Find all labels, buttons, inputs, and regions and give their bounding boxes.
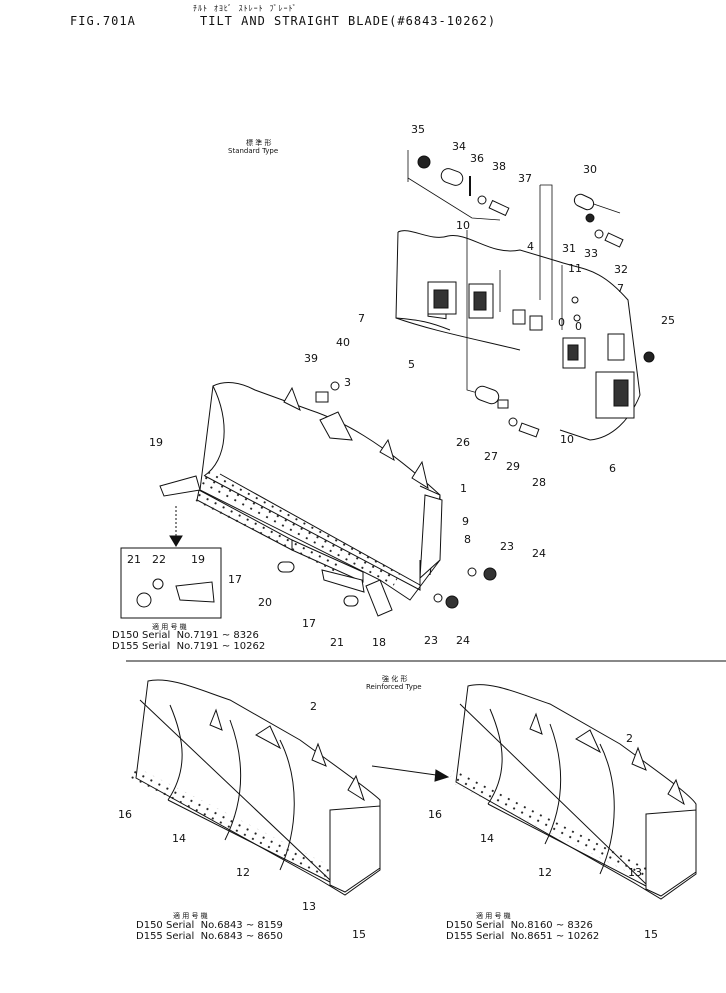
callout: 0: [558, 316, 565, 329]
callout: 9: [462, 515, 469, 528]
inset-serial-line1: D150 Serial No.7191 ~ 8326: [112, 630, 259, 641]
figure-number: FIG.701A: [70, 14, 136, 28]
callout: 14: [480, 832, 494, 845]
right-serial-heading: 適 用 号 機: [476, 912, 511, 920]
leader-lines: [407, 150, 621, 396]
cutting-edges: [159, 475, 393, 617]
inset-serial-heading: 適 用 号 機: [152, 623, 187, 631]
callout: 29: [506, 460, 520, 473]
callout: 8: [464, 533, 471, 546]
callout: 12: [538, 866, 552, 879]
callout: 15: [352, 928, 366, 941]
standard-type-label: Standard Type: [228, 147, 279, 155]
callout: 34: [452, 140, 466, 153]
callout: 6: [609, 462, 616, 475]
callout: 25: [661, 314, 675, 327]
callout: 35: [411, 123, 425, 136]
callout: 7: [358, 312, 365, 325]
callout: 10: [456, 219, 470, 232]
callout: 40: [336, 336, 350, 349]
callout: 14: [172, 832, 186, 845]
callout-numbers: 35 34 36 38 37 30 10 4 31 33 32 11 0 0 7…: [118, 123, 675, 941]
callout: 5: [408, 358, 415, 371]
callout: 1: [460, 482, 467, 495]
callout: 21: [127, 553, 141, 566]
main-blade: [199, 382, 443, 601]
callout: 11: [568, 262, 582, 275]
callout: 19: [149, 436, 163, 449]
callout: 0: [575, 320, 582, 333]
reinforced-type-label: Reinforced Type: [366, 683, 422, 691]
callout: 30: [583, 163, 597, 176]
bracket-parts: [427, 281, 635, 419]
callout: 38: [492, 160, 506, 173]
callout: 26: [456, 436, 470, 449]
callout: 23: [424, 634, 438, 647]
callout: 33: [584, 247, 598, 260]
reinforced-blade-right: [448, 684, 697, 900]
pins-and-bolts: [315, 155, 655, 438]
callout: 22: [152, 553, 166, 566]
callout: 15: [644, 928, 658, 941]
callout: 23: [500, 540, 514, 553]
callout: 13: [302, 900, 316, 913]
callout: 2: [626, 732, 633, 745]
callout: 19: [191, 553, 205, 566]
left-serial-line2: D155 Serial No.6843 ~ 8650: [136, 931, 283, 942]
callout: 17: [228, 573, 242, 586]
callout: 20: [258, 596, 272, 609]
right-serial-line2: D155 Serial No.8651 ~ 10262: [446, 931, 600, 942]
callout: 31: [562, 242, 576, 255]
callout: 3: [344, 376, 351, 389]
callout: 4: [527, 240, 534, 253]
callout: 36: [470, 152, 484, 165]
callout: 27: [484, 450, 498, 463]
callout: 24: [532, 547, 546, 560]
callout: 28: [532, 476, 546, 489]
main-hardware: [277, 561, 497, 609]
callout: 24: [456, 634, 470, 647]
reinforced-type-label-jp: 強 化 形: [382, 675, 408, 683]
callout: 18: [372, 636, 386, 649]
transition-arrow: [371, 765, 450, 782]
callout: 21: [330, 636, 344, 649]
callout: 16: [118, 808, 132, 821]
callout: 7: [617, 282, 624, 295]
right-serial-line1: D150 Serial No.8160 ~ 8326: [446, 920, 593, 931]
standard-type-label-jp: 標 準 形: [246, 139, 272, 147]
callout: 10: [560, 433, 574, 446]
left-serial-heading: 適 用 号 機: [173, 912, 208, 920]
callout: 16: [428, 808, 442, 821]
callout: 37: [518, 172, 532, 185]
inset-serial-line2: D155 Serial No.7191 ~ 10262: [112, 641, 266, 652]
callout: 13: [628, 866, 642, 879]
callout: 12: [236, 866, 250, 879]
callout: 39: [304, 352, 318, 365]
left-serial-line1: D150 Serial No.6843 ~ 8159: [136, 920, 283, 931]
figure-title: TILT AND STRAIGHT BLADE(#6843-10262): [200, 14, 497, 28]
callout: 17: [302, 617, 316, 630]
callout: 32: [614, 263, 628, 276]
end-bit-inset: [120, 506, 222, 619]
title-kana: ﾁﾙﾄ ｵﾖﾋﾞ ｽﾄﾚｰﾄ ﾌﾞﾚｰﾄﾞ: [193, 4, 298, 13]
callout: 2: [310, 700, 317, 713]
reinforced-blade-left: [128, 679, 381, 896]
